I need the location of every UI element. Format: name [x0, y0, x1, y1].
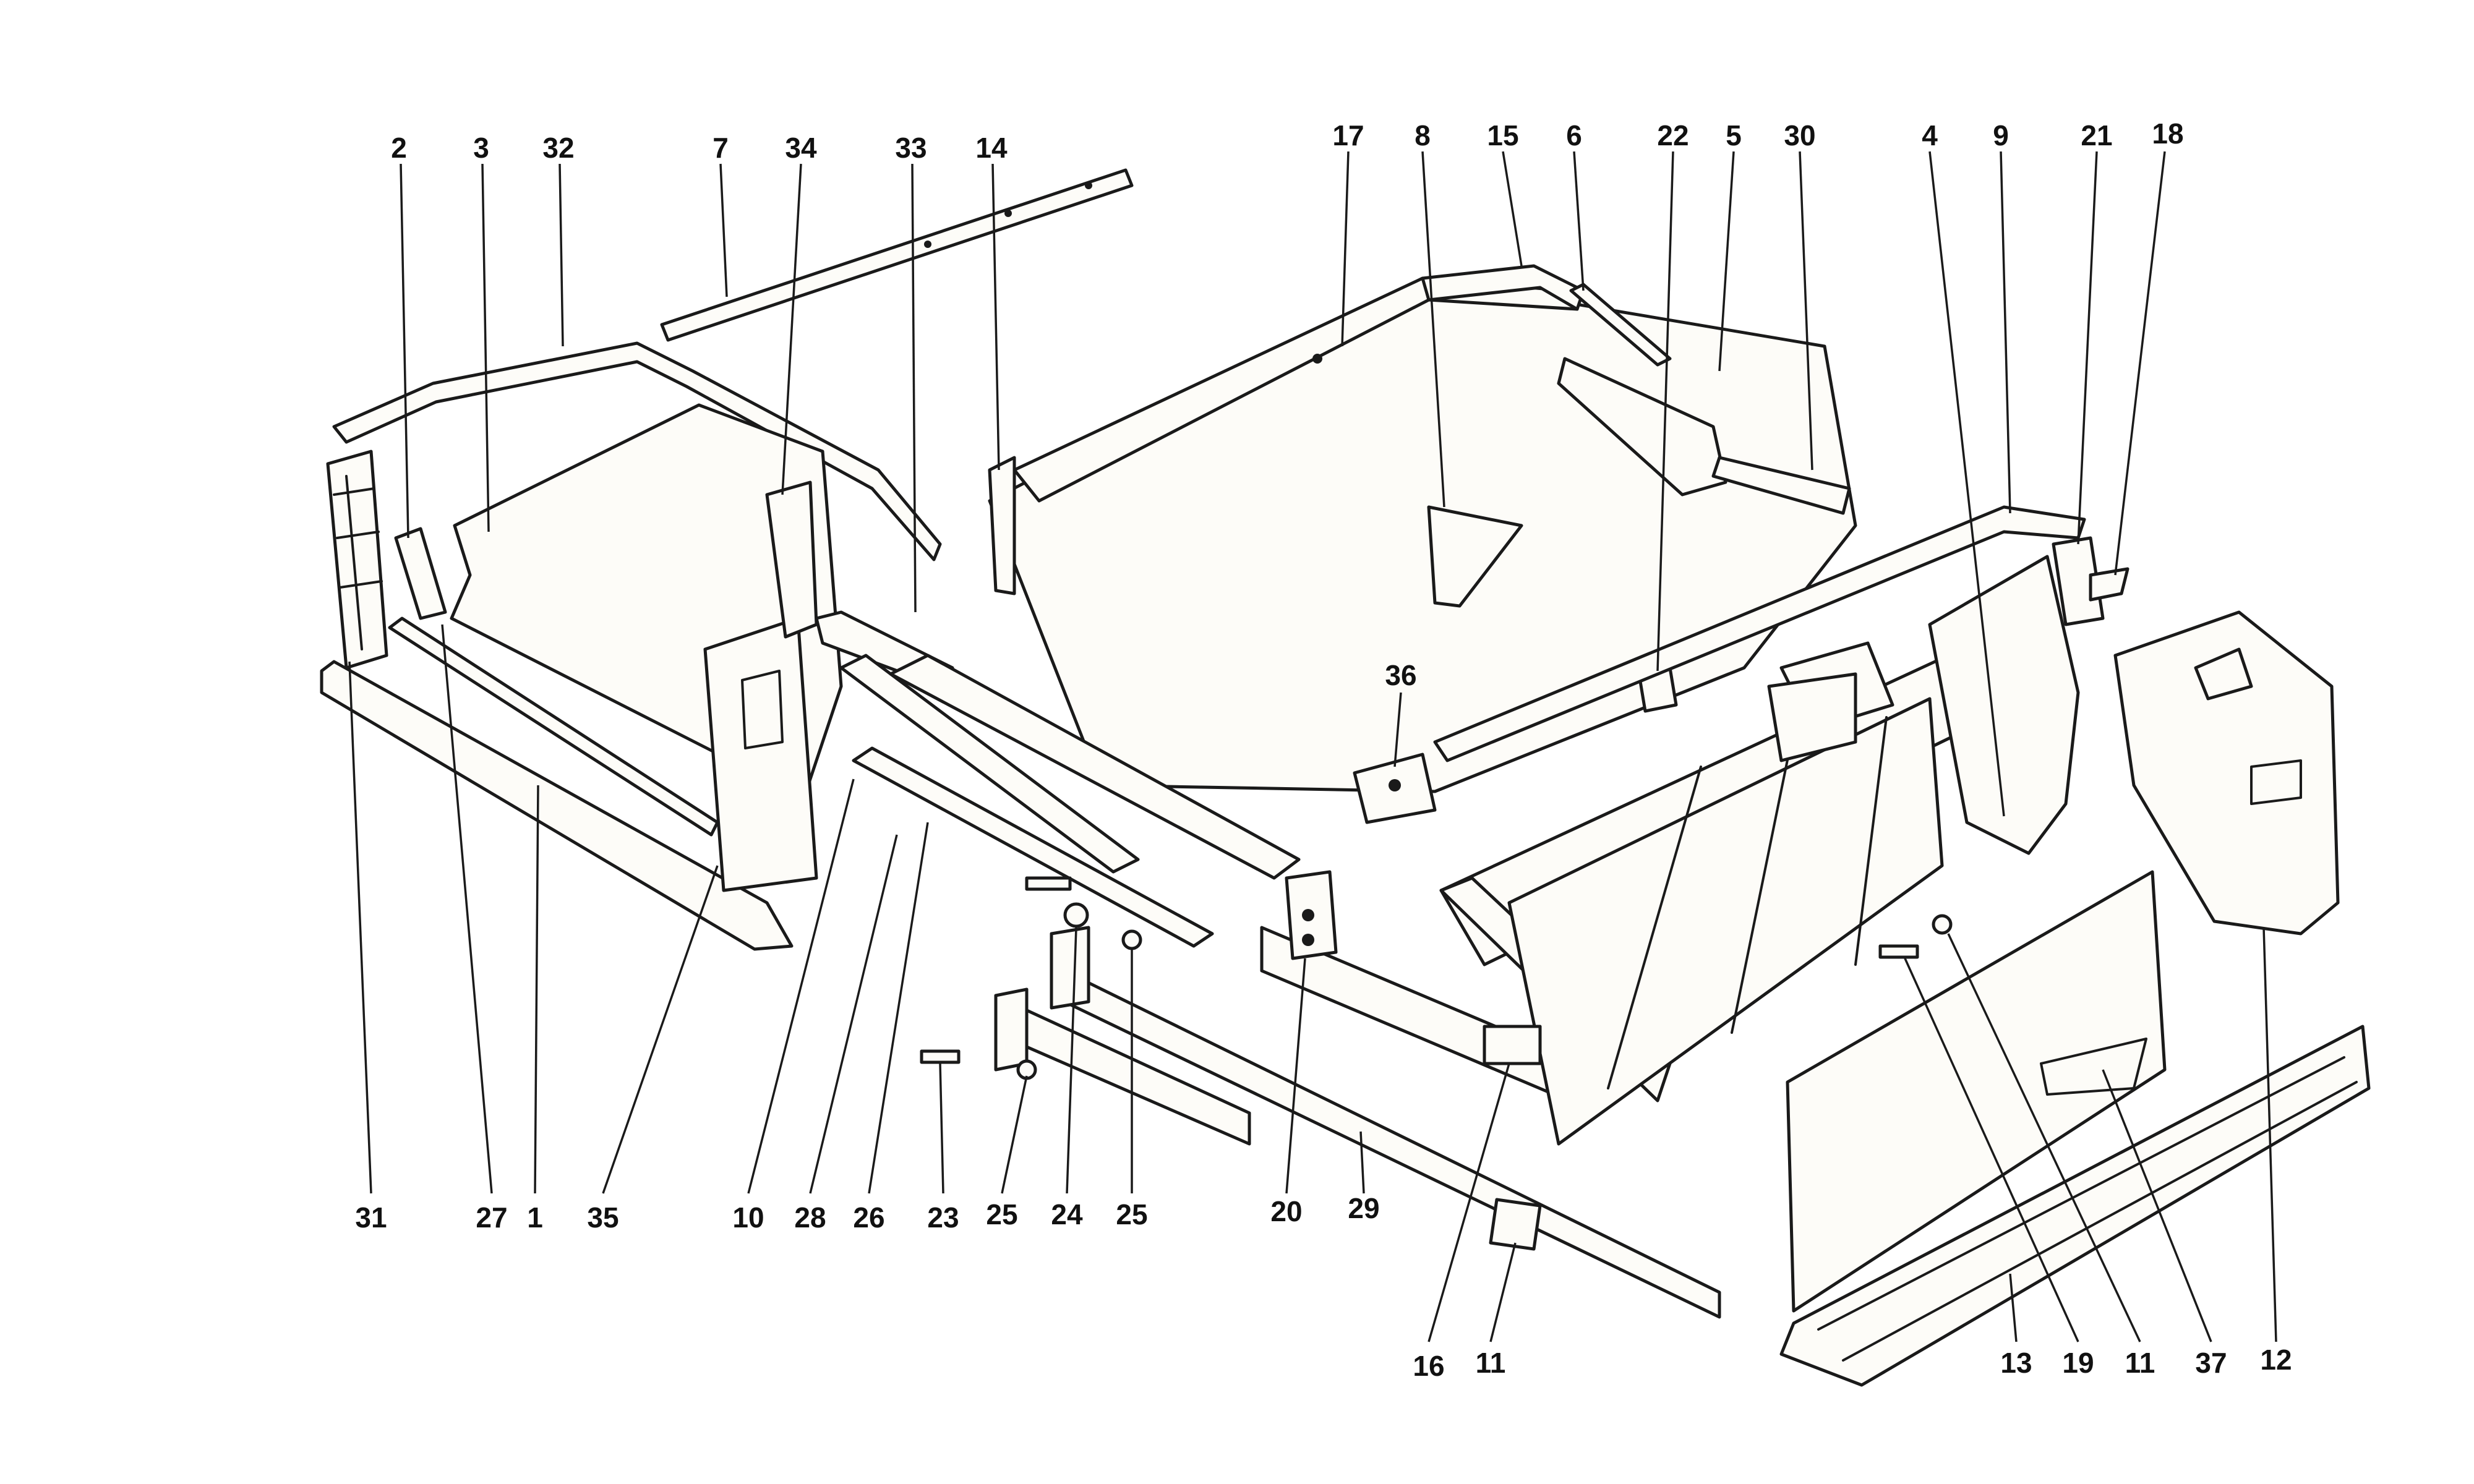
callouts-bottom: 31 27 1 35 10 28 26 23 25 24 25 20 29 16…	[355, 1192, 2292, 1382]
rear-brace	[1711, 456, 1851, 515]
bolt-23	[920, 1049, 961, 1064]
callout-12: 12	[2260, 1344, 2292, 1376]
lower-bracket	[1489, 1198, 1542, 1251]
rear-tab	[2089, 567, 2129, 602]
callout-22: 22	[1657, 119, 1689, 151]
callout-11b: 11	[2125, 1347, 2155, 1379]
callouts-middle: 36	[1385, 659, 1416, 691]
crossmember-plate-right	[1050, 926, 1090, 1010]
chassis-group	[839, 641, 1969, 1319]
washer-24	[1063, 902, 1089, 928]
rear-pillar	[1557, 357, 1727, 497]
sill-panel	[320, 660, 794, 951]
callout-29: 29	[1348, 1192, 1379, 1224]
callout-37: 37	[2195, 1347, 2227, 1379]
bolt-26	[1025, 876, 1072, 891]
rear-inner-panel	[2113, 610, 2340, 936]
callout-19: 19	[2062, 1347, 2094, 1379]
wheel-arch-inner	[1928, 555, 2080, 855]
nut-25b	[1016, 1059, 1037, 1080]
callout-16: 16	[1413, 1350, 1444, 1382]
callout-11a: 11	[1476, 1347, 1506, 1379]
front-crossmember-group	[920, 876, 1251, 1146]
callout-26: 26	[853, 1201, 884, 1234]
pillar-bracket	[394, 527, 447, 620]
callout-8: 8	[1415, 119, 1431, 151]
callouts-top: 2 3 32 7 34 33 14 17 8 15 6 22 5 30 4 9 …	[391, 117, 2183, 164]
roof-panel	[988, 276, 1857, 793]
diagonal-brace-mid	[852, 746, 1214, 948]
bolt-19	[1878, 944, 1919, 959]
callout-6: 6	[1566, 119, 1582, 151]
callout-21: 21	[2081, 119, 2112, 151]
callout-27: 27	[476, 1201, 507, 1234]
callout-25b: 25	[1116, 1198, 1147, 1230]
callout-4: 4	[1922, 119, 1938, 151]
callout-25a: 25	[986, 1198, 1017, 1230]
callout-35: 35	[587, 1201, 618, 1234]
callout-20: 20	[1270, 1195, 1302, 1227]
callout-2: 2	[391, 132, 407, 164]
left-side-body-group	[320, 341, 957, 951]
callout-34: 34	[785, 132, 817, 164]
callout-32: 32	[542, 132, 574, 164]
callout-33: 33	[895, 132, 927, 164]
nut-25a	[1121, 929, 1142, 950]
callout-3: 3	[473, 132, 489, 164]
roof-strut	[988, 456, 1016, 595]
callout-14: 14	[975, 132, 1008, 164]
callout-30: 30	[1784, 119, 1815, 151]
callout-31: 31	[355, 1201, 387, 1234]
roof-side-rail	[1421, 264, 1585, 311]
hinge-pillar	[326, 450, 388, 670]
nut-11	[1932, 914, 1953, 935]
roof-bracket	[1569, 283, 1672, 367]
callout-5: 5	[1726, 119, 1742, 151]
callout-9: 9	[1993, 119, 2009, 151]
diagonal-brace-front	[839, 654, 1140, 874]
callout-36: 36	[1385, 659, 1416, 691]
callout-28: 28	[794, 1201, 826, 1234]
callout-15: 15	[1487, 119, 1518, 151]
callout-1: 1	[527, 1201, 543, 1234]
callout-7: 7	[713, 132, 729, 164]
suspension-mount	[1767, 672, 1857, 762]
callout-17: 17	[1332, 119, 1364, 151]
roof-drip-rail	[660, 168, 1134, 342]
tie-rod	[1483, 1025, 1542, 1065]
callout-13: 13	[2000, 1347, 2032, 1379]
leader-lines	[348, 151, 2277, 1342]
door-post	[703, 616, 818, 892]
callout-18: 18	[2152, 117, 2183, 150]
callout-24: 24	[1051, 1198, 1083, 1230]
callout-10: 10	[732, 1201, 764, 1234]
floor-side-panel	[1786, 870, 2167, 1313]
callout-23: 23	[927, 1201, 959, 1234]
gusset-bracket	[1427, 505, 1523, 608]
rear-panel-tab	[2194, 647, 2253, 701]
crossmember-plate-left	[994, 987, 1029, 1072]
diagonal-brace-rear	[889, 654, 1301, 880]
